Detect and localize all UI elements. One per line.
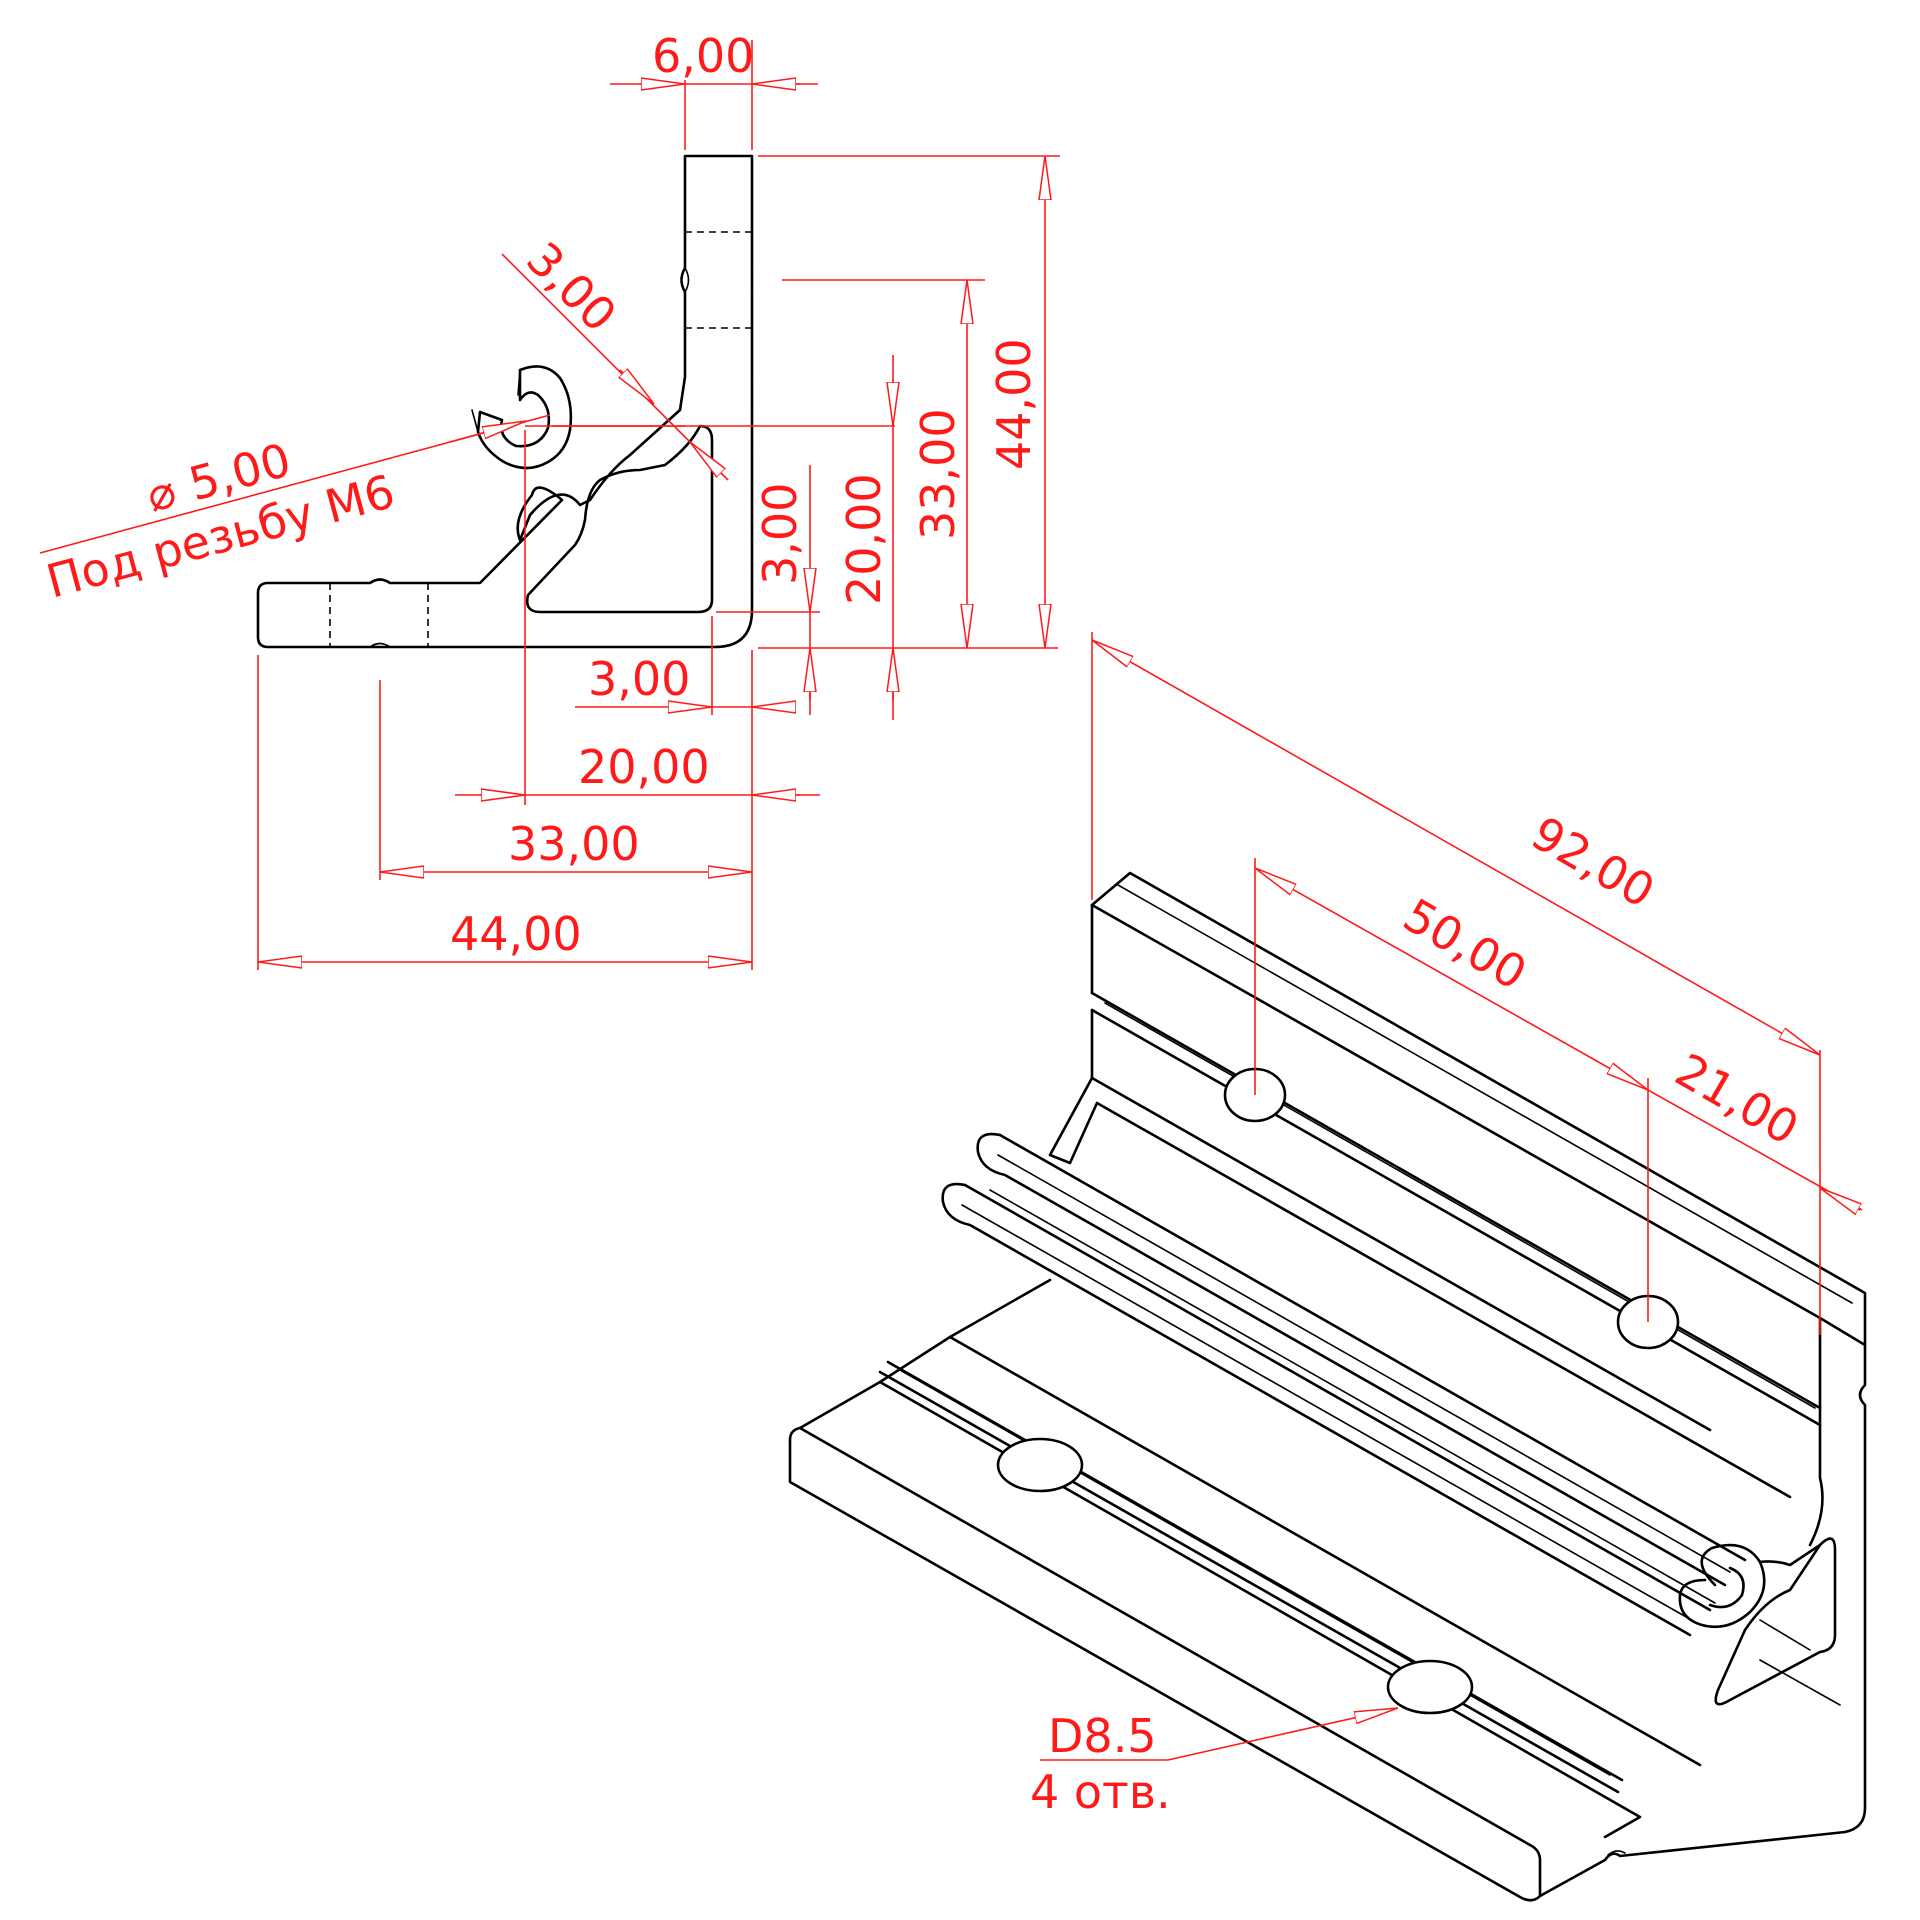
arrow — [449, 420, 526, 443]
dim-line-50 — [1255, 868, 1648, 1090]
dim-label-chamfer: 3,00 — [516, 232, 627, 343]
thread-hook — [476, 365, 573, 470]
end-hook — [1678, 1543, 1766, 1629]
dim-label-92: 92,00 — [1523, 806, 1664, 919]
dim-label-20h: 20,00 — [578, 740, 710, 794]
wall-slot-line-1 — [1090, 991, 1822, 1410]
wall-inner-face — [1095, 1101, 1792, 1499]
dim-label-33v: 33,00 — [911, 408, 965, 540]
arrow — [1820, 1187, 1860, 1210]
profile-view — [256, 154, 754, 649]
diameter-symbol: ⌀ — [141, 463, 182, 522]
isometric-view — [788, 871, 1867, 1902]
flange-end-groove — [1607, 1850, 1626, 1856]
rib-lower-mid — [961, 1204, 1696, 1623]
hole-leader — [1167, 1707, 1398, 1761]
dim-label-50: 50,00 — [1395, 888, 1536, 1001]
flange-slot-1 — [878, 1370, 1620, 1794]
rib-upper-mid — [997, 1154, 1731, 1573]
flange-slot-3 — [899, 1369, 1611, 1776]
flange-slot-2 — [886, 1360, 1624, 1782]
flange-end — [1538, 1830, 1847, 1898]
flange-front-lip — [1528, 1843, 1542, 1898]
wall-inner-diag — [1048, 1076, 1099, 1165]
flange-slope — [948, 1335, 1702, 1767]
dim-label-hole-dia: D8.5 — [1048, 1709, 1157, 1763]
end-cavity — [1714, 1537, 1837, 1706]
profile-outline — [256, 154, 754, 649]
corner-inner-line — [1759, 1619, 1811, 1651]
flange-hole-2 — [1386, 1659, 1474, 1715]
flange-slope-2 — [948, 1278, 1052, 1339]
wall-end-inner — [1808, 1316, 1824, 1547]
rib-groove — [989, 1189, 1716, 1604]
wall-end — [1843, 1343, 1867, 1834]
dim-label-3v: 3,00 — [753, 483, 807, 585]
rib-upper-top — [998, 1133, 1747, 1562]
wall-lower-edge — [1090, 1076, 1712, 1432]
dim-label-21: 21,00 — [1667, 1043, 1808, 1156]
arrow — [620, 370, 654, 404]
flange-groove — [369, 642, 391, 648]
flange-front — [788, 1438, 1542, 1902]
flange-hole-1 — [996, 1437, 1084, 1493]
thread-hook-notch — [471, 369, 521, 433]
corner-inner-line-2 — [1759, 1659, 1841, 1706]
profile-dimensions: 6,00 44,00 33,00 20,00 3,00 3,00 — [39, 29, 1060, 970]
end-chamfer — [1758, 1543, 1822, 1567]
dim-label-44h: 44,00 — [450, 907, 582, 961]
profile-cavity — [525, 424, 714, 614]
rib-lower — [941, 1182, 1692, 1637]
end-hook-inner — [1708, 1566, 1745, 1609]
dim-label-hole-count: 4 отв. — [1030, 1765, 1171, 1819]
dim-label-3h: 3,00 — [588, 652, 690, 706]
rib-lower-top — [963, 1183, 1712, 1612]
web-groove — [684, 267, 690, 293]
iso-dimensions: 92,00 50,00 21,00 D8.5 4 отв. — [1030, 632, 1863, 1819]
dim-label-33h: 33,00 — [508, 817, 640, 871]
flange-top-surface — [798, 1426, 1532, 1847]
dim-label-44v: 44,00 — [987, 338, 1041, 470]
dim-line-92 — [1092, 640, 1820, 1055]
flange-inner-top — [878, 1335, 952, 1384]
flange-top-edge — [788, 1380, 1642, 1839]
dim-label-20v: 20,00 — [837, 473, 891, 605]
wall-slot-line-3 — [1104, 1002, 1816, 1409]
rib-upper — [976, 1132, 1727, 1587]
arrow — [690, 442, 722, 474]
dim-label-6: 6,00 — [652, 29, 754, 83]
wall-slot-line-2 — [1090, 1008, 1822, 1427]
